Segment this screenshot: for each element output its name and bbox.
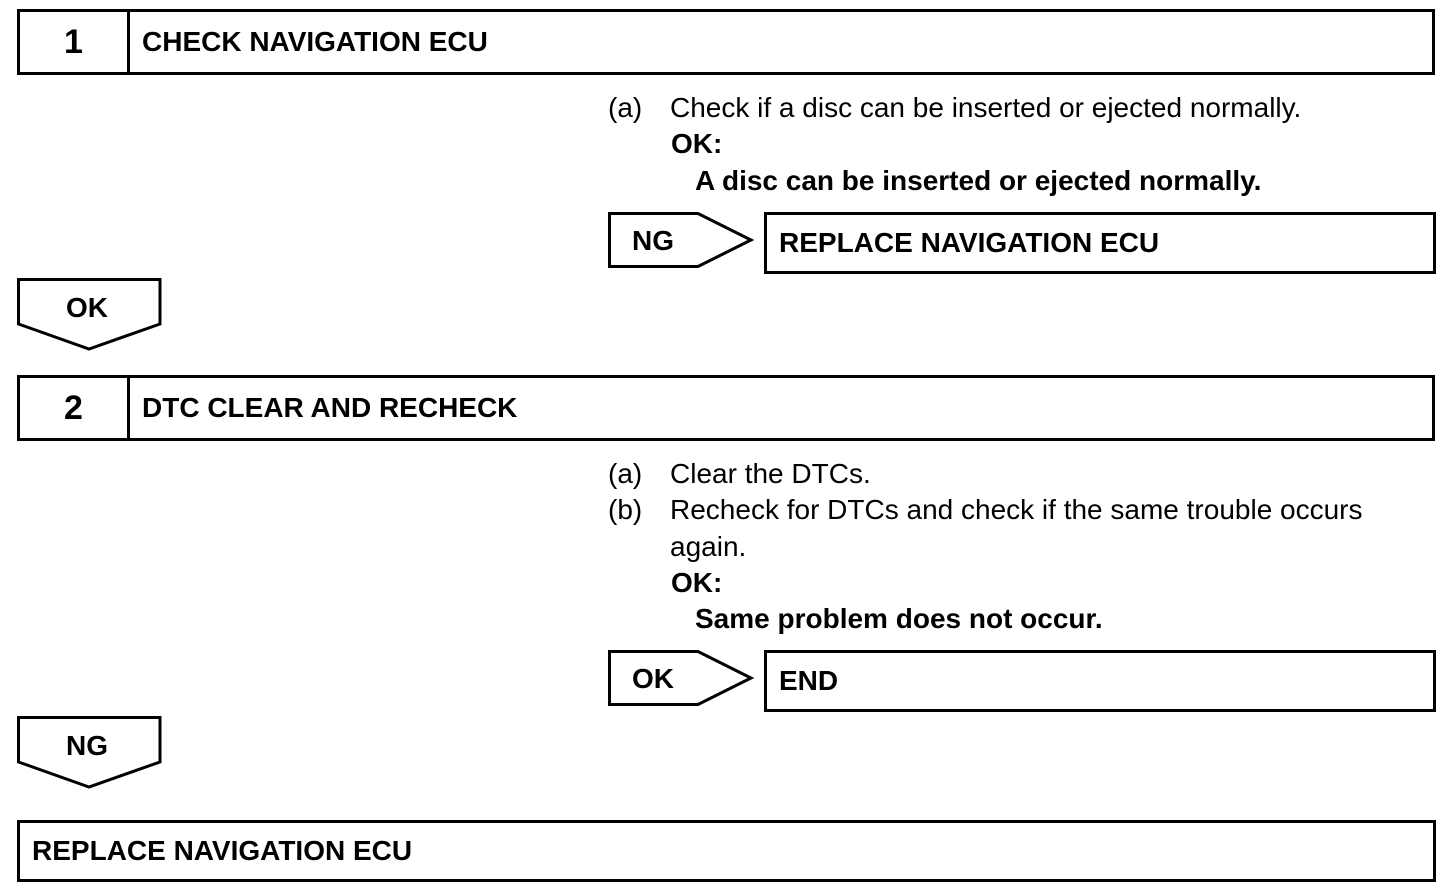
- instruction-text: again.: [670, 531, 747, 562]
- step-1-title: CHECK NAVIGATION ECU: [142, 26, 488, 57]
- step-1-replace-ecu-box: REPLACE NAVIGATION ECU: [764, 212, 1436, 274]
- step-2-ok-condition: Same problem does not occur.: [695, 603, 1103, 634]
- instruction-label: (b): [608, 494, 643, 525]
- instruction-text: Recheck for DTCs and check if the same t…: [670, 494, 1363, 525]
- step-2-ok-label: OK:: [671, 567, 723, 598]
- step-1-ng-label: NG: [632, 225, 674, 256]
- step-2-header: 2 DTC CLEAR AND RECHECK: [17, 375, 1435, 441]
- step-2-title: DTC CLEAR AND RECHECK: [142, 392, 518, 423]
- step-1-ok-label: OK:: [671, 128, 723, 159]
- step-2-ok-label: OK: [632, 663, 674, 694]
- step-1-ng-branch-arrow: [608, 212, 755, 268]
- step-2-ng-down-arrow: [17, 716, 162, 789]
- step-2-end-box: END: [764, 650, 1436, 712]
- step-2-number: 2: [20, 378, 130, 438]
- instruction-text: Check if a disc can be inserted or eject…: [670, 92, 1302, 123]
- instruction-label: (a): [608, 458, 643, 489]
- instruction-label: (a): [608, 92, 643, 123]
- instruction-text: Clear the DTCs.: [670, 458, 871, 489]
- step-1-ok-down-label: OK: [66, 292, 108, 323]
- step-1-header: 1 CHECK NAVIGATION ECU: [17, 9, 1435, 75]
- step-1-ok-condition: A disc can be inserted or ejected normal…: [695, 165, 1262, 196]
- step-2-ng-down-label: NG: [66, 730, 108, 761]
- step-1-ok-down-arrow: [17, 278, 162, 351]
- final-replace-ecu-box: REPLACE NAVIGATION ECU: [17, 820, 1436, 882]
- step-2-ok-branch-arrow: [608, 650, 755, 706]
- step-1-number: 1: [20, 12, 130, 72]
